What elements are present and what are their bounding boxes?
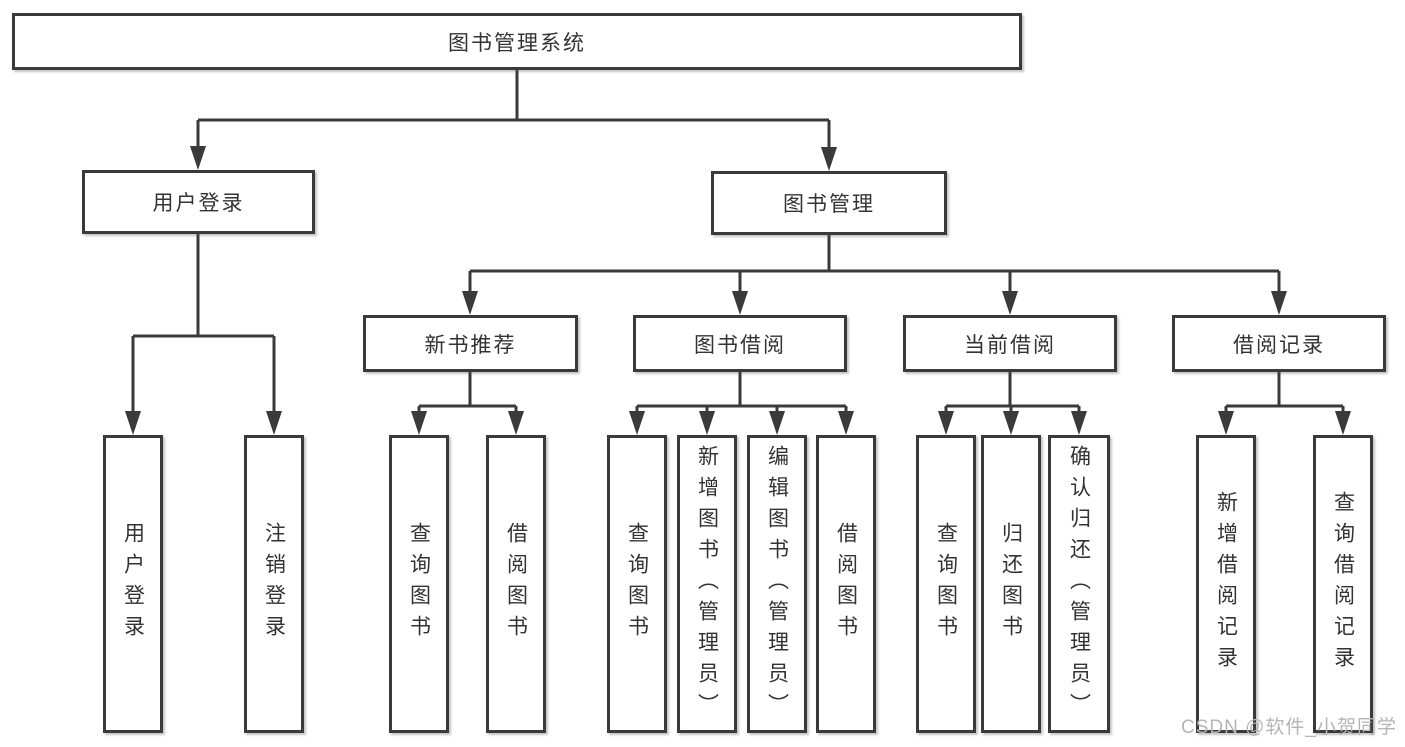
node-label: 查询图书 <box>407 522 431 646</box>
node-label: 查询借阅记录 <box>1331 491 1355 677</box>
node-book-borrow: 图书借阅 <box>633 315 847 372</box>
leaf-return-books: 归还图书 <box>981 435 1041 733</box>
node-label: 新书推荐 <box>424 333 517 357</box>
node-new-book-recommend: 新书推荐 <box>363 315 578 372</box>
connector-current-borrow-to-leaves <box>938 372 1087 435</box>
node-label: 图书管理系统 <box>448 31 586 55</box>
node-book-management-branch: 图书管理 <box>711 171 947 235</box>
leaf-add-borrow-record: 新增借阅记录 <box>1196 435 1256 733</box>
node-borrow-records: 借阅记录 <box>1172 315 1386 372</box>
leaf-query-books-current: 查询图书 <box>916 435 976 733</box>
node-label: 查询图书 <box>934 522 958 646</box>
node-user-login-branch: 用户登录 <box>82 170 315 234</box>
leaf-edit-books-admin: 编辑图书（管理员） <box>747 435 807 733</box>
leaf-borrow-books-recommend: 借阅图书 <box>486 435 546 733</box>
node-label: 用户登录 <box>121 522 145 646</box>
leaf-borrow-books: 借阅图书 <box>816 435 876 733</box>
node-label: 编辑图书（管理员） <box>765 444 789 724</box>
node-current-borrow: 当前借阅 <box>903 315 1117 372</box>
connector-user-login-to-leaves <box>125 234 282 435</box>
node-label: 用户登录 <box>152 192 245 215</box>
leaf-query-books-borrow: 查询图书 <box>607 435 667 733</box>
node-root-library-system: 图书管理系统 <box>12 13 1022 70</box>
node-label: 注销登录 <box>262 522 286 646</box>
node-label: 借阅记录 <box>1233 333 1325 357</box>
connector-root-to-branches <box>190 70 837 171</box>
node-label: 图书管理 <box>783 193 875 216</box>
leaf-confirm-return-admin: 确认归还（管理员） <box>1048 435 1110 733</box>
leaf-query-borrow-record: 查询借阅记录 <box>1313 435 1373 733</box>
node-label: 借阅图书 <box>504 522 528 646</box>
node-label: 新增图书（管理员） <box>695 444 719 724</box>
leaf-logout: 注销登录 <box>244 435 304 733</box>
connector-new-book-recommend-to-leaves <box>411 372 524 435</box>
csdn-watermark: CSDN @软件_小贺同学 <box>1181 717 1397 738</box>
connector-book-borrow-to-leaves <box>629 372 854 435</box>
node-label: 借阅图书 <box>834 522 858 646</box>
connector-borrow-records-to-leaves <box>1218 372 1351 435</box>
node-label: 查询图书 <box>625 522 649 646</box>
leaf-query-books-recommend: 查询图书 <box>389 435 449 733</box>
node-label: 当前借阅 <box>964 333 1056 357</box>
node-label: 新增借阅记录 <box>1214 491 1238 677</box>
leaf-add-books-admin: 新增图书（管理员） <box>677 435 737 733</box>
connector-book-management-to-groups <box>462 235 1287 315</box>
node-label: 确认归还（管理员） <box>1067 444 1091 724</box>
leaf-user-login: 用户登录 <box>103 435 163 733</box>
node-label: 图书借阅 <box>694 333 786 357</box>
node-label: 归还图书 <box>999 522 1023 646</box>
